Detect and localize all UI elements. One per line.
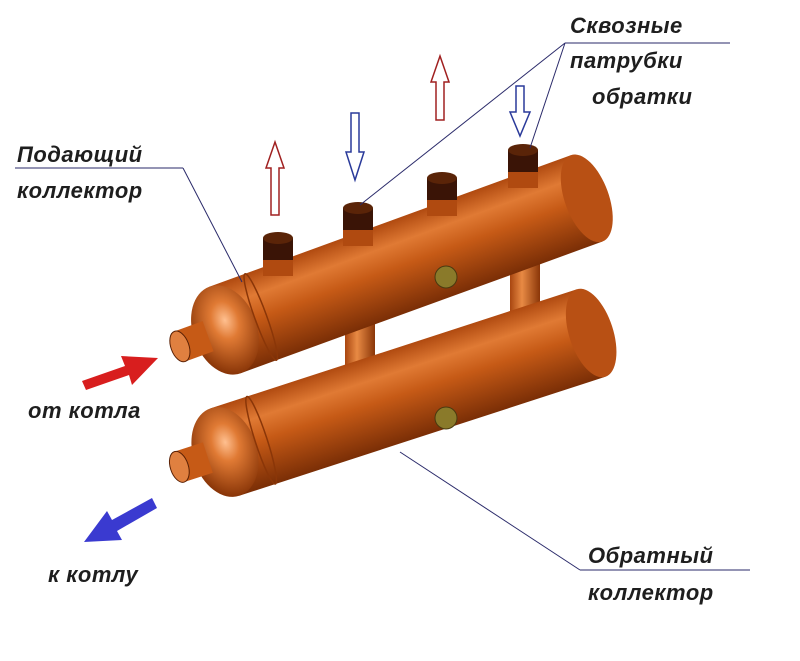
leader-lines xyxy=(15,42,750,571)
supply-inlet-arrow-icon xyxy=(82,356,158,390)
up-arrow-icon xyxy=(429,53,451,121)
return-outlet-arrow-icon xyxy=(84,498,157,542)
down-arrow-icon xyxy=(508,85,532,138)
return-collector-label: Обратный коллектор xyxy=(588,543,720,605)
top-nozzles xyxy=(263,144,538,276)
down-arrow-icon xyxy=(344,112,366,183)
supply-collector-label: Подающий коллектор xyxy=(17,142,149,203)
side-boss xyxy=(434,265,458,289)
side-boss xyxy=(434,406,458,430)
supply-collector xyxy=(169,154,613,375)
return-collector xyxy=(168,288,617,497)
nozzle xyxy=(263,232,293,276)
up-arrow-icon xyxy=(264,139,286,216)
nozzle xyxy=(508,144,538,188)
nozzle xyxy=(343,202,373,246)
inlet-stub xyxy=(168,442,213,483)
inlet-stub xyxy=(169,321,214,363)
from-boiler-label: от котла xyxy=(28,398,141,423)
nozzle xyxy=(427,172,457,216)
to-boiler-label: к котлу xyxy=(48,562,140,587)
through-nozzles-label: Сквозные патрубки обратки xyxy=(570,13,692,109)
